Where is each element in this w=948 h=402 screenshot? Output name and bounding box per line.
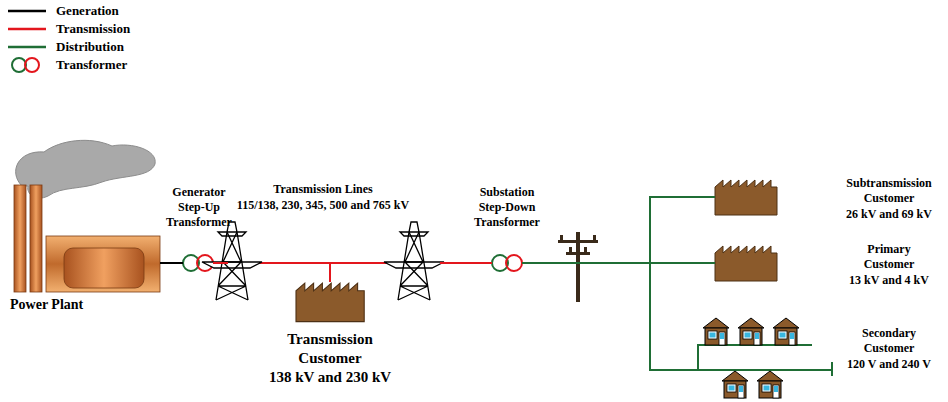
utility-pole xyxy=(558,232,598,302)
node-label: Generator Step-Up Transformer xyxy=(158,185,240,230)
legend-sample xyxy=(6,20,48,38)
house-icon xyxy=(703,318,729,345)
power-line xyxy=(522,263,695,370)
factory-icon xyxy=(296,283,364,322)
power-plant: Power Plant xyxy=(12,185,160,292)
plant-building xyxy=(46,236,160,292)
factory-icon xyxy=(715,246,777,281)
voltage-label: 138 kV and 230 kV xyxy=(269,368,391,387)
power-line xyxy=(329,264,331,282)
transmission-tower xyxy=(384,222,444,300)
chimney xyxy=(30,185,42,292)
legend-sample xyxy=(6,56,48,74)
legend-entry: Distribution xyxy=(6,38,130,56)
house-icon xyxy=(722,371,748,398)
legend-text: Distribution xyxy=(56,39,124,55)
house-icon xyxy=(757,371,783,398)
node-label: Primary Customer xyxy=(847,242,931,272)
node-label: Secondary Customer xyxy=(847,326,931,356)
subtransmission-customer: Subtransmission Customer26 kV and 69 kV xyxy=(715,179,777,215)
legend: GenerationTransmissionDistributionTransf… xyxy=(6,2,130,74)
legend-text: Transmission xyxy=(56,21,130,37)
secondary-customer: Secondary Customer120 V and 240 V xyxy=(695,318,815,400)
node-label: Transmission Lines xyxy=(273,182,372,197)
transmission-lines: Transmission Lines115/138, 230, 345, 500… xyxy=(228,222,440,264)
legend-text: Generation xyxy=(56,3,119,19)
chimney xyxy=(14,185,26,292)
power-line xyxy=(440,262,492,264)
transformer-symbol xyxy=(492,255,522,271)
step-down-transformer: Substation Step-Down Transformer xyxy=(492,255,522,271)
secondary-wiring xyxy=(695,345,832,376)
power-line xyxy=(213,262,228,264)
generator xyxy=(64,248,144,288)
step-up-transformer: Generator Step-Up Transformer xyxy=(183,255,213,271)
legend-entry: Transmission xyxy=(6,20,130,38)
legend-entry: Transformer xyxy=(6,56,130,74)
legend-sample xyxy=(6,2,48,20)
transmission-tower xyxy=(202,222,262,300)
power-line xyxy=(522,197,715,263)
node-label: Substation Step-Down Transformer xyxy=(466,185,548,230)
legend-text: Transformer xyxy=(56,57,127,73)
node-label: Subtransmission Customer xyxy=(833,176,945,206)
power-line xyxy=(160,262,183,264)
power-plant-illustration xyxy=(14,140,160,292)
factory-icon xyxy=(715,180,777,215)
legend-entry: Generation xyxy=(6,2,130,20)
house-icon xyxy=(738,318,764,345)
voltage-label: 26 kV and 69 kV xyxy=(846,207,932,222)
voltage-label: 13 kV and 4 kV xyxy=(849,273,929,288)
node-label: Power Plant xyxy=(10,296,83,314)
primary-customer: Primary Customer13 kV and 4 kV xyxy=(715,245,777,281)
node-label: Transmission Customer xyxy=(274,330,386,368)
voltage-label: 120 V and 240 V xyxy=(847,357,931,372)
voltage-label: 115/138, 230, 345, 500 and 765 kV xyxy=(237,198,409,213)
house-icon xyxy=(773,318,799,345)
legend-sample xyxy=(6,38,48,56)
transmission-customer: Transmission Customer138 kV and 230 kV xyxy=(296,282,364,322)
